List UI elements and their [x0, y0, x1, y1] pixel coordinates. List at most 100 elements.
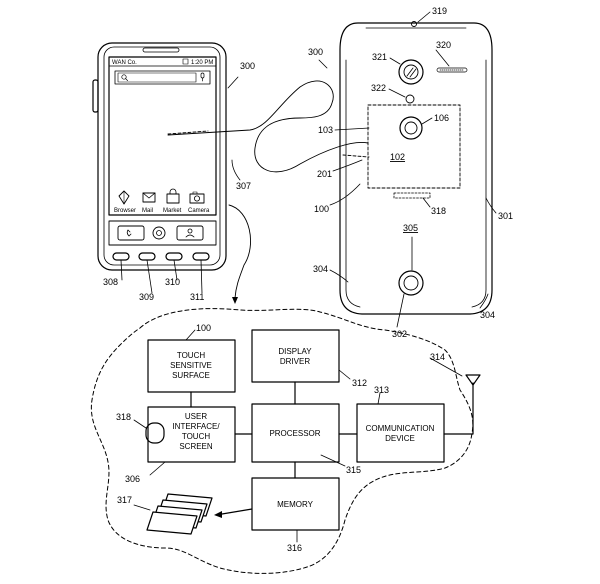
ref-309: 309: [139, 292, 154, 302]
flash: [405, 94, 415, 104]
leader-arrow: [232, 297, 238, 304]
rear-phone-body: [339, 22, 493, 315]
rear-sensor: [399, 116, 423, 140]
status-carrier: WAN Co.: [112, 60, 137, 66]
ui-sensor-318: [145, 422, 165, 444]
ref-300-rear: 300: [308, 47, 323, 57]
system-boundary: [90, 308, 474, 574]
communication-line-1: COMMUNICATION: [366, 424, 435, 433]
ref-312: 312: [352, 378, 367, 388]
leader-to-diagram: [228, 204, 251, 299]
ref-313: 313: [374, 385, 389, 395]
processor-label: PROCESSOR: [269, 429, 320, 438]
contacts-icon: [187, 228, 193, 234]
communication-line-2: DEVICE: [385, 434, 415, 443]
block-communication: [356, 403, 445, 463]
app-label-market: Market: [163, 208, 182, 214]
user-interface-line-2: INTERFACE/: [172, 422, 220, 431]
ref-306: 306: [125, 474, 140, 484]
key-309: [138, 252, 156, 261]
link-comm-antenna: [443, 382, 474, 435]
status-time: 1:20 PM: [191, 60, 213, 66]
connector-squiggle: [167, 80, 369, 173]
phone-icon: [126, 229, 132, 237]
key-311: [192, 252, 210, 261]
contacts-button: [176, 225, 204, 241]
browser-icon: [118, 190, 130, 205]
ref-320: 320: [436, 40, 451, 50]
ref-315: 315: [346, 465, 361, 475]
display-driver-line-2: DRIVER: [280, 357, 310, 366]
home-icon: [156, 230, 162, 236]
rear-component-318: [393, 192, 431, 199]
reference-numerals: 300 300 319 320 321 322 106 103 102 201 …: [103, 6, 513, 553]
app-label-browser: Browser: [114, 208, 136, 214]
ref-317: 317: [117, 495, 132, 505]
ref-308: 308: [103, 277, 118, 287]
ref-305: 305: [403, 223, 418, 233]
mail-icon: [142, 192, 156, 203]
ref-201: 201: [317, 169, 332, 179]
ref-322: 322: [371, 83, 386, 93]
ref-leaders: [120, 11, 497, 543]
user-interface-line-1: USER: [185, 412, 207, 421]
key-310: [165, 252, 183, 261]
ref-318-rear: 318: [431, 206, 446, 216]
ref-103: 103: [318, 125, 333, 135]
search-widget: [114, 70, 211, 85]
rear-phone: [339, 21, 493, 315]
link-memory-files: [221, 508, 253, 515]
mic-icon: [200, 72, 205, 79]
camera-icon: [189, 191, 205, 204]
speaker-grille: [436, 67, 468, 73]
app-label-camera: Camera: [188, 208, 210, 214]
key-308: [112, 252, 130, 261]
ref-300-front: 300: [240, 61, 255, 71]
touch-surface-line-2: SENSITIVE: [170, 361, 212, 370]
search-icon: [121, 74, 127, 80]
memory-arrow: [214, 511, 222, 518]
dock: [108, 220, 217, 246]
headphone-jack: [411, 21, 417, 27]
ref-319: 319: [432, 6, 447, 16]
home-button: [152, 226, 166, 240]
touch-surface-line-1: TOUCH: [177, 351, 206, 360]
ref-318-diagram: 318: [116, 412, 131, 422]
file-stack: [146, 493, 213, 535]
block-labels: TOUCH SENSITIVE SURFACE DISPLAY DRIVER U…: [170, 347, 434, 509]
ref-310: 310: [165, 277, 180, 287]
ref-100-rear: 100: [314, 204, 329, 214]
front-phone: WAN Co. 1:20 PM Browser Mail Market: [92, 42, 227, 271]
ref-316: 316: [287, 543, 302, 553]
market-icon: [166, 188, 180, 204]
ref-304-right: 304: [480, 310, 495, 320]
ref-301: 301: [498, 211, 513, 221]
display-driver-line-1: DISPLAY: [278, 347, 312, 356]
ref-100-diagram: 100: [196, 323, 211, 333]
ref-307: 307: [236, 181, 251, 191]
rear-button: [398, 270, 424, 296]
rear-camera: [398, 59, 424, 85]
ref-321: 321: [372, 52, 387, 62]
block-display-driver: [251, 329, 340, 383]
rear-touch-surface: [367, 104, 461, 189]
app-label-mail: Mail: [142, 208, 153, 214]
touch-surface-line-3: SURFACE: [172, 371, 210, 380]
front-phone-body: [97, 42, 227, 271]
user-interface-line-4: SCREEN: [179, 442, 213, 451]
earpiece: [142, 47, 180, 53]
ref-311: 311: [190, 292, 204, 302]
antenna-icon: [465, 374, 481, 386]
ref-304-left: 304: [313, 264, 328, 274]
memory-label: MEMORY: [277, 500, 314, 509]
ref-106: 106: [434, 113, 449, 123]
side-button: [92, 79, 99, 113]
phone-button: [117, 225, 145, 241]
ref-314: 314: [430, 352, 445, 362]
ref-302: 302: [392, 329, 407, 339]
ref-102: 102: [390, 152, 405, 162]
signal-icon: [182, 58, 189, 65]
front-screen: [108, 56, 217, 216]
